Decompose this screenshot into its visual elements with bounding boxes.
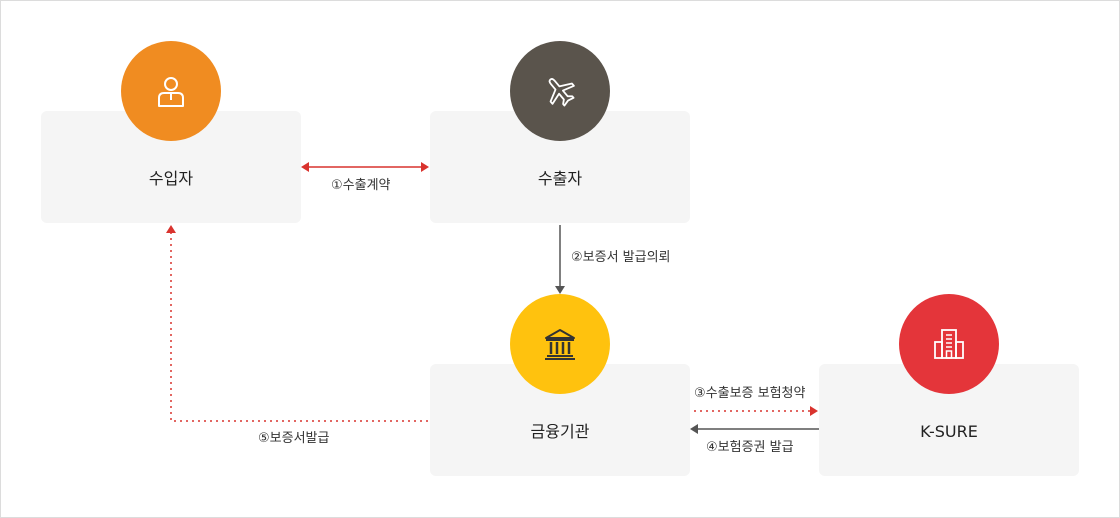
bank-building-icon xyxy=(545,329,575,360)
insurance-application-label: ③수출보증 보험청약 xyxy=(694,386,806,401)
office-building-icon xyxy=(934,329,964,359)
bank-box: 금융기관 xyxy=(430,364,690,476)
insurance-application-arrowhead xyxy=(810,406,818,416)
edge-insurance-application xyxy=(694,406,818,416)
importer-circle xyxy=(121,41,221,141)
ksure-label: K-SURE xyxy=(920,422,978,441)
importer-label: 수입자 xyxy=(148,169,194,188)
export-contract-arrowhead-right xyxy=(421,162,429,172)
export-contract-arrowhead-left xyxy=(301,162,309,172)
airplane-icon xyxy=(548,78,575,107)
guarantee-issuance-line xyxy=(170,233,428,422)
ksure-circle xyxy=(899,294,999,394)
edge-guarantee-issuance xyxy=(166,225,428,422)
edge-policy-issuance xyxy=(690,424,820,434)
bank-label: 금융기관 xyxy=(530,422,590,441)
exporter-label: 수출자 xyxy=(537,169,583,188)
exporter-circle xyxy=(510,41,610,141)
person-icon xyxy=(158,77,184,107)
guarantee-request-arrowhead xyxy=(555,286,565,294)
guarantee-request-label: ②보증서 발급의뢰 xyxy=(571,250,671,265)
guarantee-issuance-label: ⑤보증서발급 xyxy=(258,431,330,446)
policy-issuance-label: ④보험증권 발급 xyxy=(706,440,794,455)
edge-export-contract xyxy=(301,162,429,172)
edge-guarantee-request xyxy=(555,225,565,294)
guarantee-issuance-arrowhead xyxy=(166,225,176,233)
policy-issuance-arrowhead xyxy=(690,424,698,434)
bank-circle xyxy=(510,294,610,394)
export-contract-label: ①수출계약 xyxy=(331,178,391,193)
